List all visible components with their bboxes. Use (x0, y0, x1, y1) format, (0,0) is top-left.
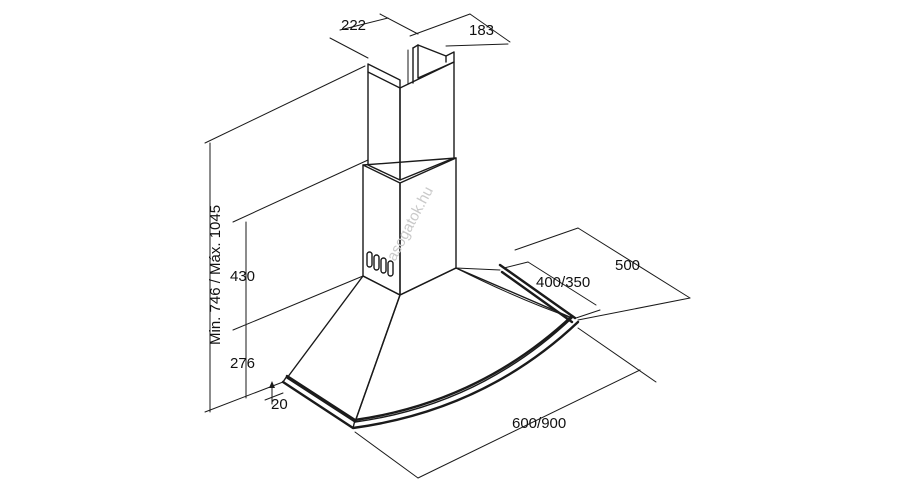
hood-canopy (281, 263, 580, 430)
dim-183: 183 (469, 22, 494, 39)
dim-total-height: Min. 746 / Máx. 1045 (207, 142, 224, 413)
dim-500: 500 (615, 257, 640, 274)
dim-20: 20 (271, 396, 288, 413)
dim-stack-heights: 430 276 20 (230, 221, 288, 413)
dim-width: 600/900 (354, 327, 657, 479)
dim-total: Min. 746 / Máx. 1045 (207, 205, 224, 345)
dim-chimney-depth: 183 (409, 13, 511, 47)
dim-276: 276 (230, 355, 255, 372)
dim-222: 222 (341, 17, 366, 34)
extension-lines (204, 65, 369, 413)
dim-430: 430 (230, 268, 255, 285)
watermark: asogatok.hu (384, 184, 437, 264)
control-knobs-icon (366, 251, 394, 277)
chimney-upper (367, 44, 455, 181)
dim-depth: 500 400/350 (503, 227, 691, 321)
dim-400-350: 400/350 (536, 274, 590, 291)
dim-600-900: 600/900 (512, 415, 566, 432)
dim-chimney-width: 222 (329, 13, 419, 59)
